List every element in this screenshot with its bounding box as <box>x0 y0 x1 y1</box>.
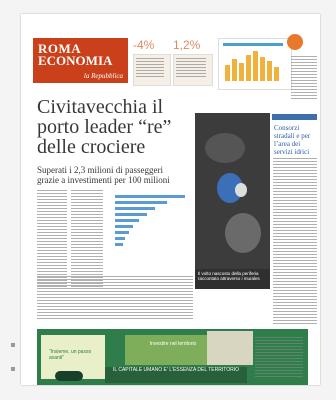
ad-mid-text: Investire nel territorio <box>149 341 197 347</box>
chart-bar <box>267 61 272 81</box>
ad-bottom-text: IL CAPITALE UMANO E' L'ESSENZA DEL TERRI… <box>105 367 247 383</box>
chart-bar <box>232 59 237 81</box>
body-bottom-text <box>37 276 193 320</box>
right-column-text <box>273 158 317 326</box>
top-chart-header <box>223 43 283 46</box>
masthead: ROMA ECONOMIA la Repubblica <box>33 38 128 83</box>
chart-bar <box>239 63 244 81</box>
hbar <box>115 201 167 204</box>
stat-text-1 <box>136 58 164 78</box>
body-column-1 <box>37 190 67 288</box>
hbar <box>115 207 155 210</box>
ad-quote: “Insieme, un passo avanti” <box>49 349 92 361</box>
stat-1: -4% <box>133 38 155 52</box>
main-headline: Civitavecchia il porto leader “re” delle… <box>37 96 172 158</box>
hbar <box>115 243 123 246</box>
photo-blob <box>205 133 245 163</box>
photo-blob <box>235 183 247 197</box>
edge-mark <box>11 367 15 371</box>
chart-bar <box>253 51 258 81</box>
stat-text-2 <box>176 58 206 78</box>
sub-headline: Superati i 2,3 milioni di passeggeri gra… <box>37 165 170 185</box>
right-column-title: Consorzi stradali e per l’area dei servi… <box>274 124 311 156</box>
chart-bar <box>246 55 251 81</box>
advertisement: “Insieme, un passo avanti” Investire nel… <box>37 329 308 385</box>
hbar <box>115 231 129 234</box>
top-chart <box>218 38 292 90</box>
hbar <box>115 213 147 216</box>
page-edge-strip <box>0 327 18 387</box>
stat-2: 1,2% <box>173 38 201 52</box>
newspaper-page: ROMA ECONOMIA la Repubblica -4% 1,2% Civ… <box>21 14 320 385</box>
masthead-line2: ECONOMIA <box>38 53 113 68</box>
ad-logo <box>55 371 83 381</box>
hbar <box>115 219 139 222</box>
photo-blob <box>225 213 261 253</box>
stats-block: -4% 1,2% <box>133 38 215 88</box>
orange-badge <box>287 34 303 50</box>
feature-photo <box>195 113 270 270</box>
ad-right-panel <box>255 333 305 381</box>
chart-bar <box>274 67 279 81</box>
ad-right-text <box>255 337 303 377</box>
hbar <box>115 195 185 198</box>
bar-chart <box>107 185 193 263</box>
ad-left-panel: “Insieme, un passo avanti” <box>41 335 105 381</box>
right-column-header <box>272 114 317 120</box>
ad-mid-panel: Investire nel territorio <box>125 335 221 365</box>
chart-bar <box>225 65 230 81</box>
ad-photo <box>207 331 253 365</box>
hbar <box>115 225 133 228</box>
body-column-2 <box>71 190 103 288</box>
photo-caption: Il volto nascosto della periferia raccon… <box>195 269 270 289</box>
edge-mark <box>11 343 15 347</box>
sidebar-text <box>291 56 317 100</box>
chart-bar <box>260 57 265 81</box>
masthead-brand: la Repubblica <box>83 72 123 80</box>
hbar <box>115 237 125 240</box>
masthead-line1: ROMA <box>38 41 82 56</box>
